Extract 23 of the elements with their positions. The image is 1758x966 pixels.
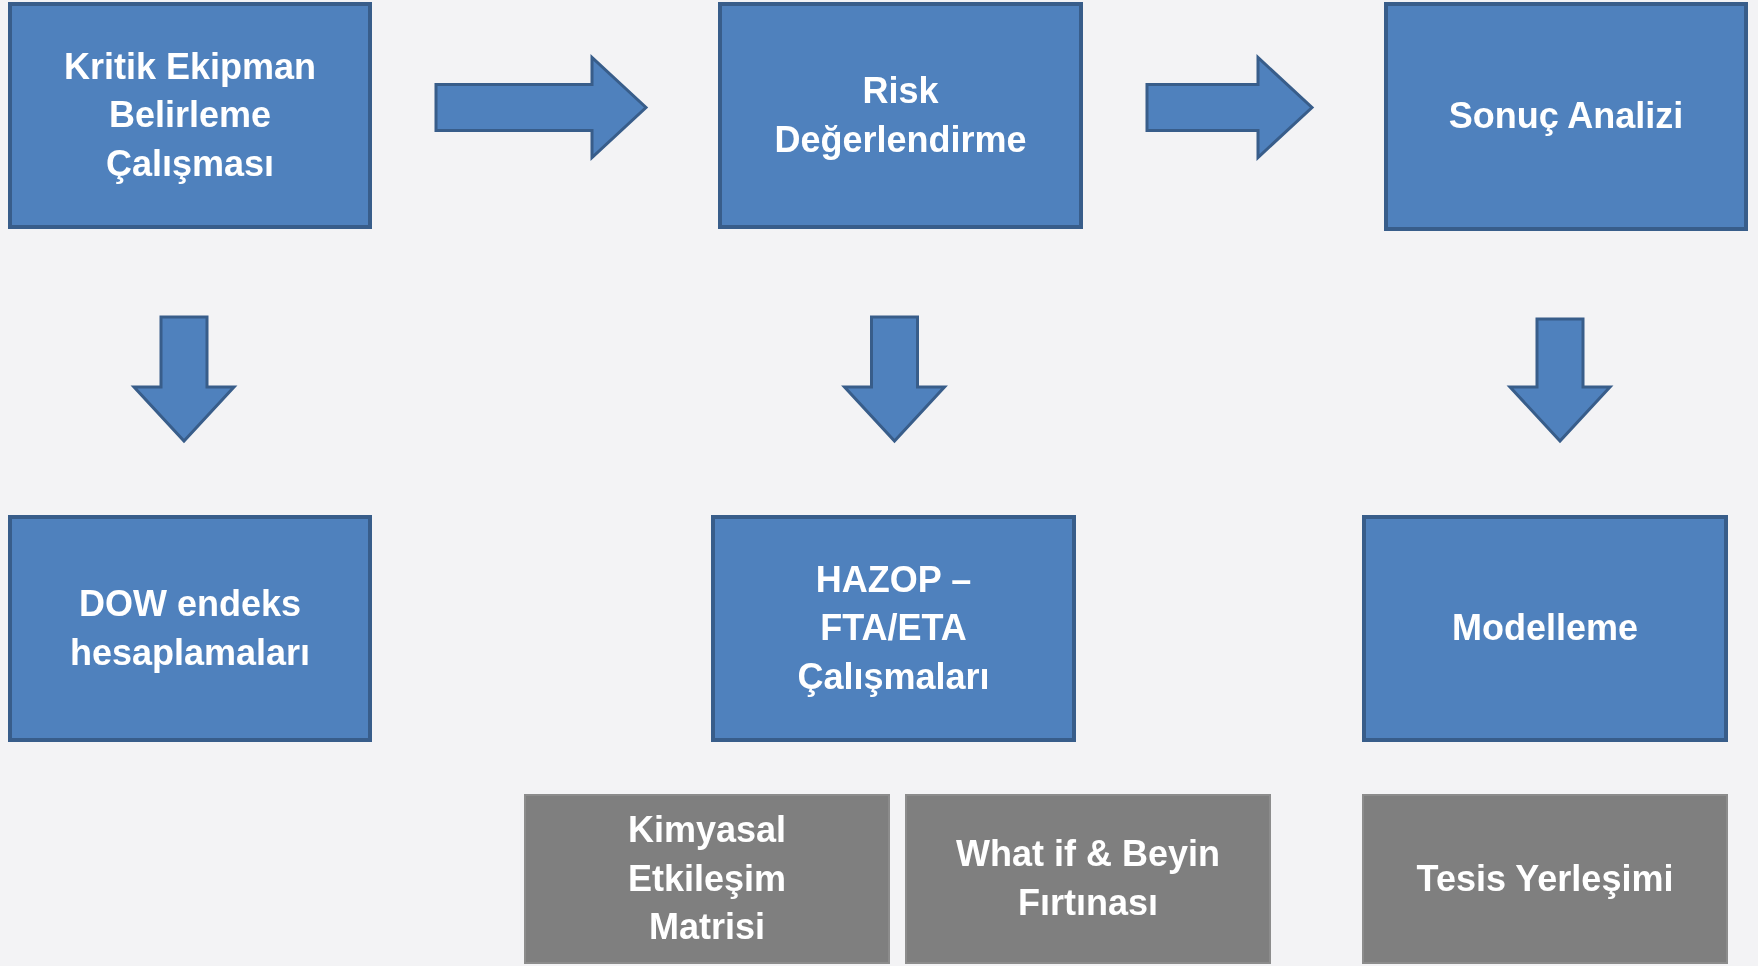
- method-box: [524, 794, 890, 964]
- method-box: [1362, 794, 1728, 964]
- method-box: [905, 794, 1271, 964]
- box-label: Sonuç Analizi: [1448, 94, 1684, 139]
- block-arrow: [434, 54, 649, 161]
- block-arrow: [130, 315, 238, 444]
- box-label: HAZOP – FTA/ETA Çalışmaları: [796, 557, 991, 699]
- process-box: [8, 2, 372, 229]
- process-box: [1384, 2, 1748, 231]
- block-arrow: [1506, 317, 1614, 444]
- process-box: [718, 2, 1083, 229]
- box-label: Modelleme: [1451, 606, 1638, 651]
- box-label: What if & Beyin Fırtınası: [955, 832, 1221, 925]
- process-box: [711, 515, 1076, 742]
- box-label: DOW endeks hesaplamaları: [68, 581, 312, 675]
- block-arrow: [841, 315, 948, 444]
- box-label: Risk Değerlendirme: [773, 68, 1028, 162]
- process-box: [8, 515, 372, 742]
- process-box: [1362, 515, 1728, 742]
- box-label: Kimyasal Etkileşim Matrisi: [626, 808, 788, 950]
- box-label: Tesis Yerleşimi: [1416, 856, 1674, 901]
- block-arrow: [1145, 54, 1315, 161]
- box-label: Kritik Ekipman Belirleme Çalışması: [62, 44, 318, 186]
